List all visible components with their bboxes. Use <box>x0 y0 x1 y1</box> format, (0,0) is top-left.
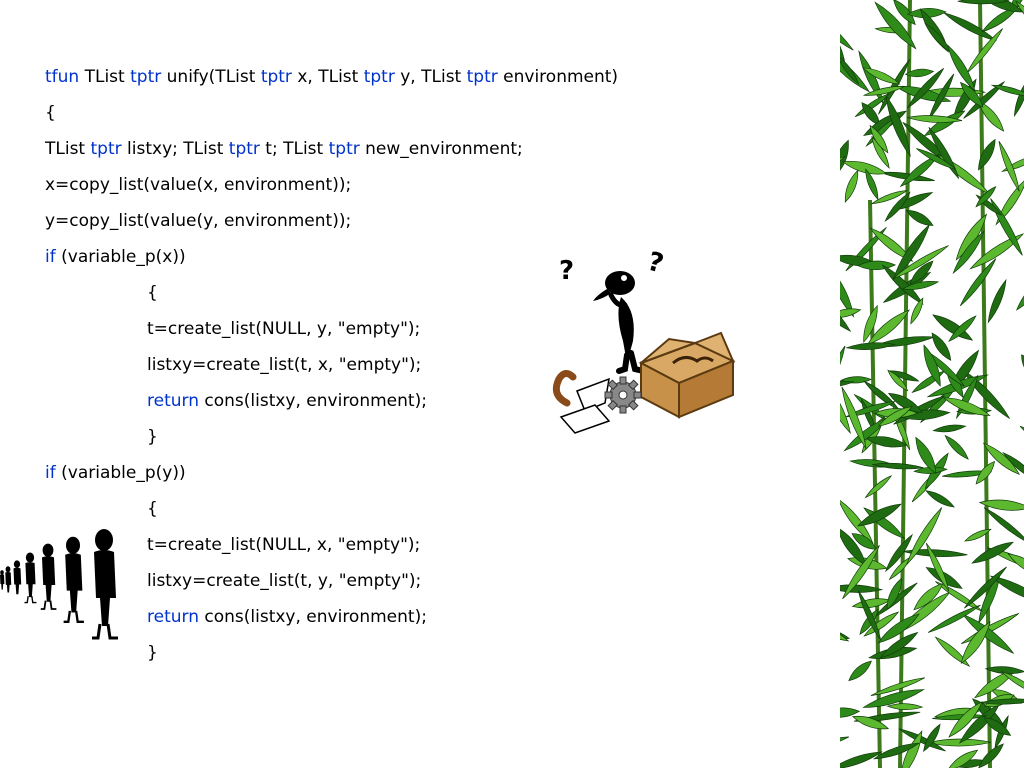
code-line: TList tptr listxy; TList tptr t; TList t… <box>45 135 618 171</box>
code-keyword: tptr <box>260 67 292 87</box>
code-keyword: if <box>45 463 56 483</box>
code-line: tfun TList tptr unify(TList tptr x, TLis… <box>45 63 618 99</box>
code-keyword: tptr <box>466 67 498 87</box>
code-keyword: tptr <box>130 67 162 87</box>
code-keyword: tptr <box>90 139 122 159</box>
code-text: (variable_p(y)) <box>55 463 186 483</box>
code-keyword: tptr <box>228 139 260 159</box>
code-keyword: return <box>147 391 199 411</box>
code-line: y=copy_list(value(y, environment)); <box>45 207 618 243</box>
code-text: t; TList <box>259 139 329 159</box>
code-keyword: return <box>147 607 199 627</box>
people-row-icon <box>0 529 118 640</box>
code-line: return cons(listxy, environment); <box>45 387 618 423</box>
code-text: (variable_p(x)) <box>55 247 186 267</box>
code-line: } <box>45 639 618 675</box>
code-line: return cons(listxy, environment); <box>45 603 618 639</box>
code-text: y=copy_list(value(y, environment)); <box>45 211 352 231</box>
code-text: } <box>147 427 158 447</box>
code-line: x=copy_list(value(x, environment)); <box>45 171 618 207</box>
code-text: listxy=create_list(t, x, "empty"); <box>147 355 422 375</box>
code-text: unify(TList <box>161 67 261 87</box>
bamboo-leaves-icon <box>840 0 1024 768</box>
code-text: environment) <box>497 67 619 87</box>
code-text: x, TList <box>291 67 364 87</box>
svg-text:?: ? <box>559 256 574 286</box>
code-text: x=copy_list(value(x, environment)); <box>45 175 352 195</box>
code-line: if (variable_p(x)) <box>45 243 618 279</box>
code-line: { <box>45 495 618 531</box>
confused-figure-icon: ? ? <box>552 247 736 434</box>
code-line: t=create_list(NULL, y, "empty"); <box>45 315 618 351</box>
code-line: t=create_list(NULL, x, "empty"); <box>45 531 618 567</box>
svg-text:?: ? <box>644 247 666 280</box>
code-keyword: tptr <box>363 67 395 87</box>
code-text: y, TList <box>394 67 467 87</box>
code-text: TList <box>45 139 91 159</box>
code-text: { <box>45 103 56 123</box>
code-text: } <box>147 643 158 663</box>
code-line: if (variable_p(y)) <box>45 459 618 495</box>
code-keyword: tfun <box>45 67 80 87</box>
code-line: } <box>45 423 618 459</box>
code-keyword: tptr <box>328 139 360 159</box>
code-keyword: if <box>45 247 56 267</box>
code-text: { <box>147 283 158 303</box>
code-text: listxy=create_list(t, y, "empty"); <box>147 571 422 591</box>
code-text: { <box>147 499 158 519</box>
code-text: TList <box>79 67 131 87</box>
code-text: cons(listxy, environment); <box>198 391 427 411</box>
code-line: listxy=create_list(t, x, "empty"); <box>45 351 618 387</box>
code-text: cons(listxy, environment); <box>198 607 427 627</box>
code-text: listxy; TList <box>121 139 229 159</box>
code-listing: tfun TList tptr unify(TList tptr x, TLis… <box>45 63 618 675</box>
code-text: t=create_list(NULL, y, "empty"); <box>147 319 421 339</box>
code-text: t=create_list(NULL, x, "empty"); <box>147 535 421 555</box>
code-line: listxy=create_list(t, y, "empty"); <box>45 567 618 603</box>
code-text: new_environment; <box>359 139 523 159</box>
code-line: { <box>45 279 618 315</box>
code-line: { <box>45 99 618 135</box>
